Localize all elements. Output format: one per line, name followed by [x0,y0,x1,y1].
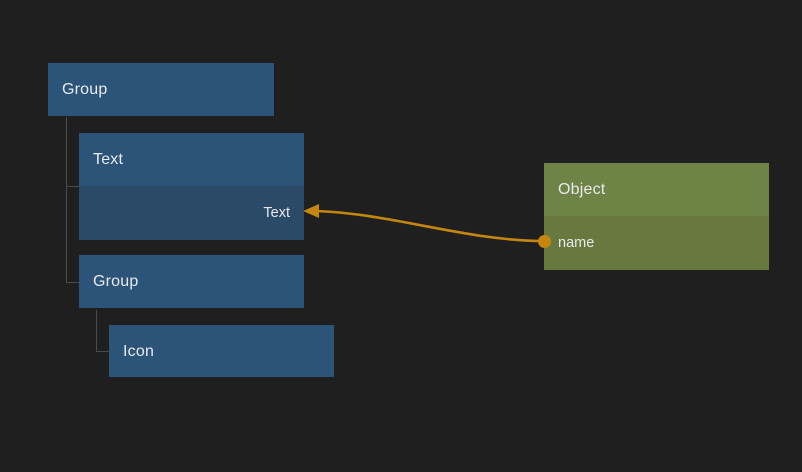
node-object[interactable]: Object name [544,163,769,270]
node-title: Text [79,133,304,186]
tree-connector-to-group [66,282,79,283]
edge-arrowhead-icon [303,204,319,218]
edge-name-to-text[interactable] [306,209,546,243]
node-icon[interactable]: Icon [109,325,334,377]
node-row-label: Text [263,205,290,221]
node-title: Group [79,255,304,308]
node-group-root[interactable]: Group [48,63,274,116]
tree-connector-to-icon [96,351,109,352]
node-row-name[interactable]: name [544,216,769,270]
node-row-text[interactable]: Text [79,186,304,240]
node-title: Icon [109,325,334,377]
node-text[interactable]: Text Text [79,133,304,240]
node-row-label: name [558,235,595,251]
node-group-child[interactable]: Group [79,255,304,309]
node-title: Object [544,163,769,216]
tree-connector-to-text [66,186,79,187]
node-title: Group [48,63,274,116]
port-dot-name-output[interactable] [537,234,551,248]
tree-connector-trunk-2 [96,310,97,351]
tree-connector-trunk-1 [66,117,67,282]
